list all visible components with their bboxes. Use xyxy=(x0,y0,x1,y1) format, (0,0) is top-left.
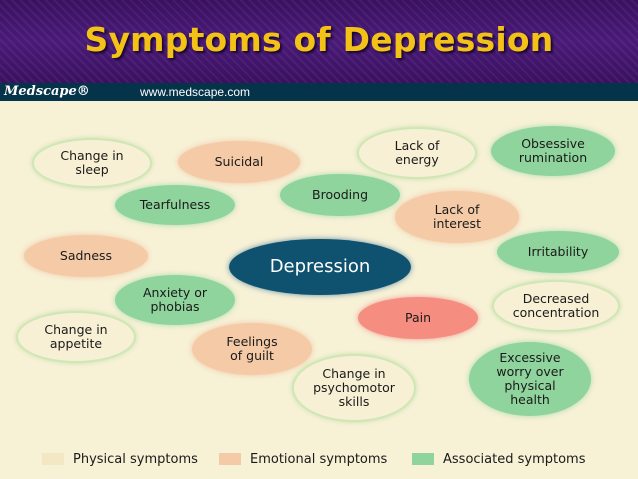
node-change-in-appetite: Change in appetite xyxy=(16,311,136,363)
legend-swatch-associated xyxy=(412,453,434,465)
node-feelings-of-guilt: Feelings of guilt xyxy=(192,323,312,375)
diagram-area: Change in sleep Suicidal Lack of energy … xyxy=(0,101,638,479)
node-anxiety-or-phobias: Anxiety or phobias xyxy=(115,275,235,325)
node-change-in-sleep: Change in sleep xyxy=(32,138,152,188)
legend-label-physical: Physical symptoms xyxy=(73,451,198,467)
node-suicidal: Suicidal xyxy=(178,141,300,183)
node-lack-of-interest: Lack of interest xyxy=(395,191,519,243)
node-change-in-psychomotor-skills: Change in psychomotor skills xyxy=(292,354,416,422)
medscape-bar: Medscape® www.medscape.com xyxy=(0,83,638,101)
node-sadness: Sadness xyxy=(24,235,148,277)
legend-label-emotional: Emotional symptoms xyxy=(250,451,388,467)
legend-label-associated: Associated symptoms xyxy=(443,451,586,467)
node-brooding: Brooding xyxy=(280,174,400,216)
node-excessive-worry: Excessive worry over physical health xyxy=(469,342,591,416)
legend-emotional: Emotional symptoms xyxy=(219,451,387,467)
node-obsessive-rumination: Obsessive rumination xyxy=(491,126,615,176)
node-lack-of-energy: Lack of energy xyxy=(357,127,477,179)
node-irritability: Irritability xyxy=(497,231,619,273)
legend-swatch-emotional xyxy=(219,453,241,465)
legend-physical: Physical symptoms xyxy=(42,451,198,467)
node-depression: Depression xyxy=(229,239,411,295)
node-pain: Pain xyxy=(358,297,478,339)
node-decreased-concentration: Decreased concentration xyxy=(492,280,620,332)
legend-swatch-physical xyxy=(42,453,64,465)
page-title: Symptoms of Depression xyxy=(84,20,554,59)
medscape-url: www.medscape.com xyxy=(140,85,251,99)
medscape-logo: Medscape® xyxy=(4,84,90,99)
legend-associated: Associated symptoms xyxy=(412,451,585,467)
node-tearfulness: Tearfulness xyxy=(115,185,235,225)
title-banner: Symptoms of Depression xyxy=(0,0,638,83)
